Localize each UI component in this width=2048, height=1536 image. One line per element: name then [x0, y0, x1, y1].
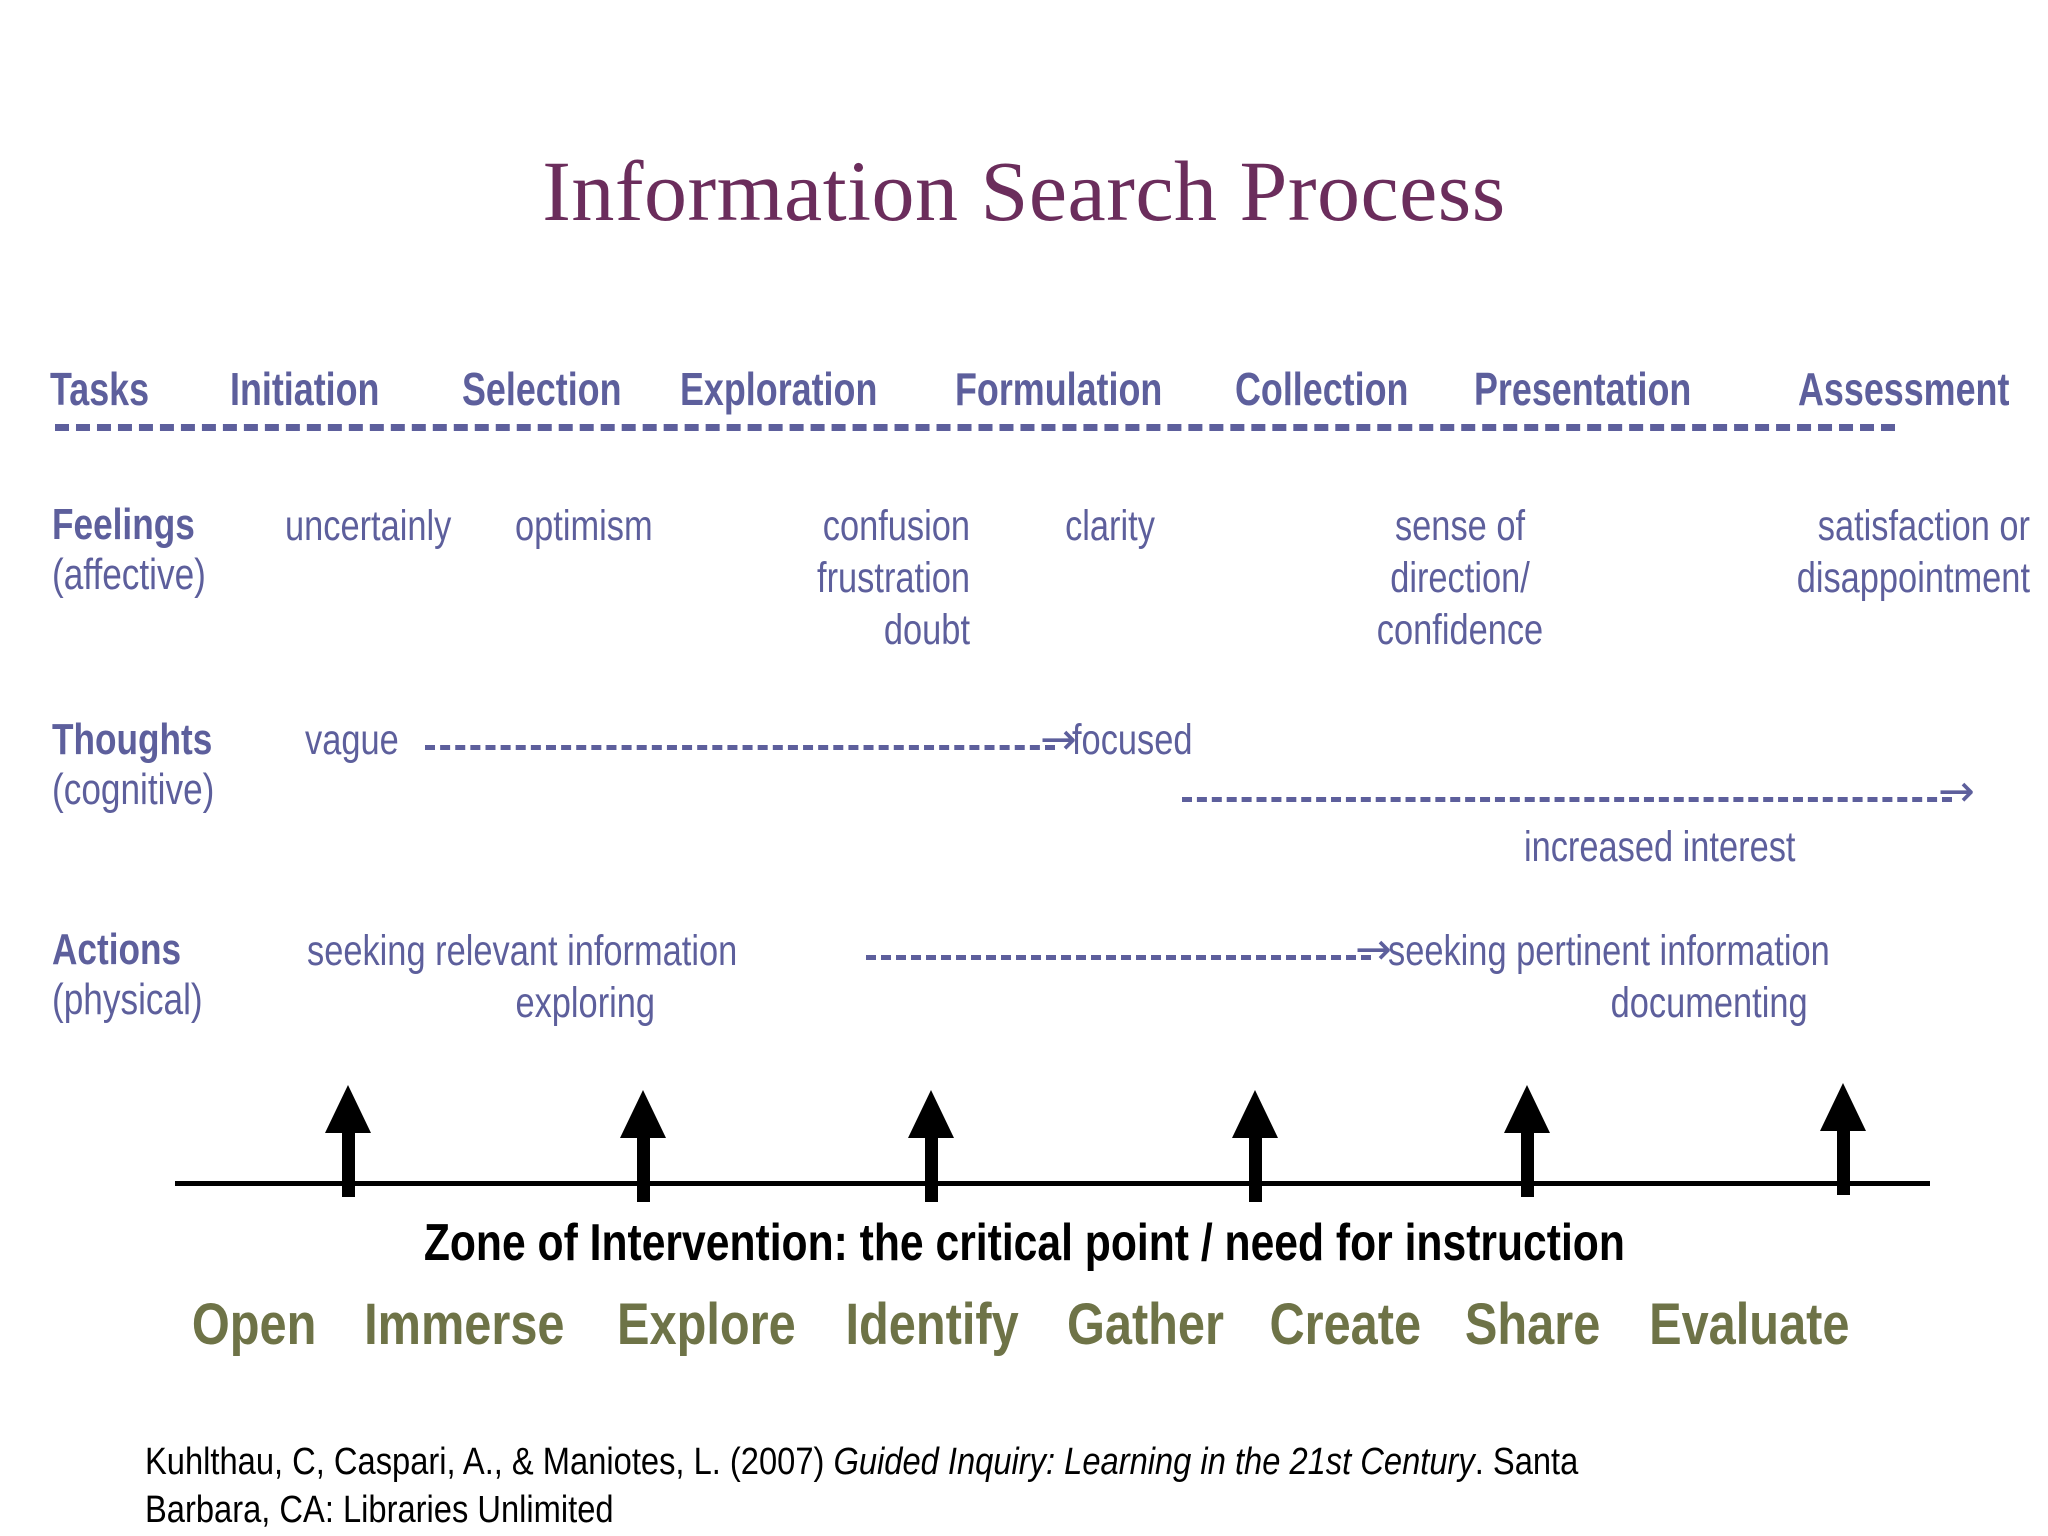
feeling-line: sense of: [1394, 502, 1526, 550]
feeling-line: disappointment: [1796, 554, 2030, 602]
citation-line-1: Kuhlthau, C, Caspari, A., & Maniotes, L.…: [145, 1438, 1693, 1486]
feeling-optimism: optimism: [515, 500, 653, 552]
intervention-arrow-5: [1504, 1085, 1550, 1197]
arrow-stem: [1249, 1124, 1262, 1202]
feeling-line: confusion: [822, 502, 970, 550]
phase-immerse: Immerse: [363, 1292, 565, 1357]
phase-open: Open: [191, 1292, 317, 1357]
increased-interest-arrow-icon: →: [1938, 766, 1975, 817]
feeling-line: uncertainly: [285, 502, 452, 550]
guided-inquiry-phase-row: Open Immerse Explore Identify Gather Cre…: [0, 1292, 2048, 1358]
feeling-line: direction/: [1390, 554, 1530, 602]
zone-intervention-caption: Zone of Intervention: the critical point…: [0, 1212, 2048, 1274]
thoughts-label-bold: Thoughts: [52, 715, 213, 764]
feeling-line: optimism: [515, 502, 653, 550]
citation-city: . Santa: [1474, 1441, 1579, 1483]
feeling-satisfaction-group: satisfaction or disappointment: [1470, 500, 2030, 604]
stage-selection: Selection: [462, 363, 622, 415]
tasks-row-label: Tasks: [50, 363, 150, 415]
feeling-line: confidence: [1376, 606, 1544, 654]
stage-assessment: Assessment: [1798, 363, 2010, 415]
stage-collection: Collection: [1235, 363, 1409, 415]
phase-evaluate: Evaluate: [1648, 1292, 1850, 1357]
stage-presentation: Presentation: [1474, 363, 1692, 415]
zone-intervention-axis-line: [175, 1181, 1930, 1186]
actions-right-primary: seeking pertinent information: [1388, 927, 1830, 975]
increased-interest-caption: increased interest: [1523, 823, 1796, 871]
phase-gather: Gather: [1066, 1292, 1224, 1357]
thoughts-arrow-icon: →: [1040, 714, 1077, 765]
arrow-stem: [637, 1124, 650, 1202]
feeling-line: doubt: [883, 606, 970, 654]
actions-row-label: Actions (physical): [52, 925, 203, 1025]
thoughts-start-vague: vague: [305, 716, 399, 764]
phase-identify: Identify: [845, 1292, 1019, 1357]
actions-label-bold: Actions: [52, 925, 182, 974]
arrow-stem: [342, 1119, 355, 1197]
stage-exploration: Exploration: [680, 363, 878, 415]
thoughts-label-sub: (cognitive): [52, 765, 215, 814]
feeling-line: satisfaction or: [1817, 502, 2030, 550]
actions-dashed-connector: [866, 955, 1371, 960]
actions-left-secondary: exploring: [515, 979, 656, 1027]
arrow-stem: [925, 1124, 938, 1202]
stage-formulation: Formulation: [955, 363, 1163, 415]
intervention-arrow-2: [620, 1090, 666, 1202]
feelings-label-sub: (affective): [52, 550, 206, 599]
feeling-sense-of-direction-group: sense of direction/ confidence: [1308, 500, 1612, 656]
arrow-stem: [1837, 1117, 1850, 1195]
actions-right-secondary: documenting: [1610, 979, 1808, 1027]
tasks-header-row: Tasks Initiation Selection Exploration F…: [50, 362, 2010, 416]
thoughts-dashed-connector: [425, 745, 1055, 750]
actions-left-primary: seeking relevant information: [307, 927, 738, 975]
intervention-arrow-3: [908, 1090, 954, 1202]
feeling-confusion-group: confusion frustration doubt: [602, 500, 970, 656]
citation-authors-year: Kuhlthau, C, Caspari, A., & Maniotes, L.…: [145, 1441, 834, 1483]
intervention-arrow-6: [1820, 1083, 1866, 1195]
feeling-uncertainly: uncertainly: [285, 500, 451, 552]
citation: Kuhlthau, C, Caspari, A., & Maniotes, L.…: [145, 1438, 1945, 1534]
feelings-row-label: Feelings (affective): [52, 500, 206, 600]
increased-interest-dashed-connector: [1182, 797, 1952, 802]
phase-create: Create: [1269, 1292, 1422, 1357]
feeling-clarity: clarity: [1014, 500, 1206, 552]
arrow-stem: [1521, 1119, 1534, 1197]
feelings-label-bold: Feelings: [52, 500, 195, 549]
tasks-divider-dashed-line: [55, 424, 1895, 431]
zone-caption-text: Zone of Intervention: the critical point…: [423, 1214, 1625, 1272]
phase-share: Share: [1464, 1292, 1601, 1357]
intervention-arrow-1: [325, 1085, 371, 1197]
phase-explore: Explore: [616, 1292, 796, 1357]
feeling-line: clarity: [1065, 502, 1155, 550]
thoughts-row-label: Thoughts (cognitive): [52, 715, 214, 815]
actions-label-sub: (physical): [52, 975, 203, 1024]
page-title: Information Search Process: [542, 143, 1506, 239]
actions-arrow-icon: →: [1355, 924, 1392, 975]
thoughts-end-focused: focused: [1072, 716, 1193, 764]
intervention-arrow-4: [1232, 1090, 1278, 1202]
stage-initiation: Initiation: [230, 363, 380, 415]
citation-book-title: Guided Inquiry: Learning in the 21st Cen…: [833, 1441, 1475, 1483]
citation-line-2: Barbara, CA: Libraries Unlimited: [145, 1489, 614, 1531]
feeling-line: frustration: [817, 554, 970, 602]
